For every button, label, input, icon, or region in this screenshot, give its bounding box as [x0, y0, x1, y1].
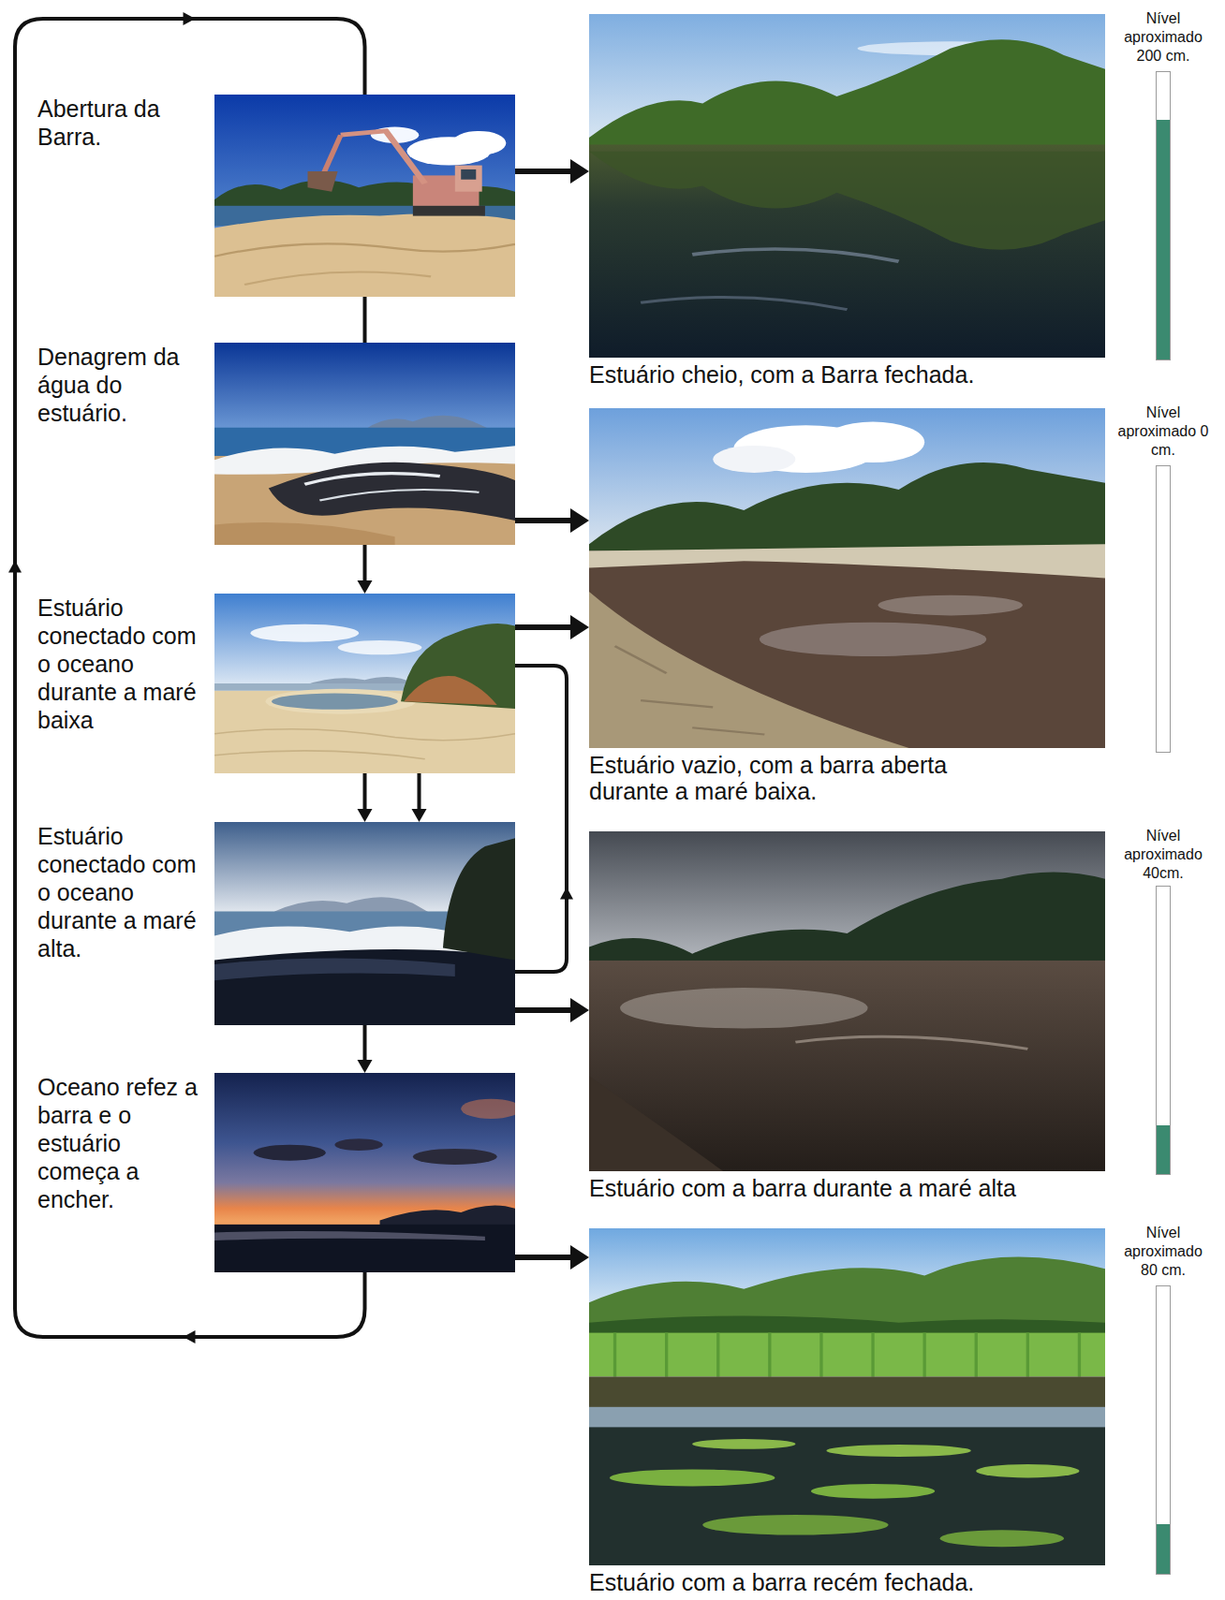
- step-photo: Abertura da Barra.: [214, 94, 516, 297]
- arrow-head: [412, 809, 428, 823]
- connector-arrow: [515, 998, 590, 1023]
- arrow-head: [357, 580, 373, 594]
- arrow-head: [357, 1060, 373, 1074]
- connector-arrow: [515, 1245, 590, 1270]
- level-bar: [1156, 886, 1171, 1176]
- connector-line: [515, 1254, 576, 1261]
- connector-arrow: [364, 296, 366, 343]
- arrow-head: [570, 159, 590, 184]
- connector-line: [417, 773, 422, 813]
- arrow-head: [570, 508, 590, 533]
- level-bar: [1156, 72, 1171, 361]
- step-label-box: Denagrem da água do estuário.: [37, 342, 208, 428]
- level-label-box: Nível aproximado 0 cm.: [1116, 403, 1211, 460]
- arrow-head: [357, 809, 373, 823]
- caption: Estuário cheio, com a Barra fechada.: [589, 361, 1106, 388]
- step-photo: Oceano refez a barra e o estuário começa…: [214, 1073, 516, 1273]
- step-label-box: Abertura da Barra.: [37, 94, 208, 151]
- connector-arrow: [357, 773, 373, 823]
- step-label: Estuário conectado com o oceano durante …: [37, 822, 208, 963]
- level-label: Nível aproximado 0 cm.: [1116, 403, 1211, 460]
- level-bar: [1156, 1286, 1171, 1576]
- arrow-head: [183, 1330, 196, 1344]
- caption-box: Estuário com a barra recém fechada.: [589, 1569, 1106, 1596]
- connector-arrow: [515, 508, 590, 533]
- step-photo: Estuário conectado com o oceano durante …: [214, 822, 516, 1026]
- step-label: Oceano refez a barra e o estuário começa…: [37, 1073, 208, 1214]
- level-label-box: Nível aproximado 200 cm.: [1116, 9, 1211, 66]
- photo-estuary-full: [589, 14, 1106, 358]
- connector-line: [363, 545, 368, 585]
- arrow-head: [8, 560, 22, 574]
- connector-line: [515, 517, 576, 524]
- caption: Estuário vazio, com a barra aberta duran…: [589, 752, 992, 805]
- step-photo: Denagrem da água do estuário.: [214, 342, 516, 546]
- connector-line: [363, 1025, 368, 1064]
- level-label-box: Nível aproximado 80 cm.: [1116, 1224, 1211, 1281]
- photo-estuary-empty: [589, 408, 1106, 749]
- connector-arrow: [412, 773, 428, 823]
- photo-drainage: [214, 342, 516, 546]
- photo-sunset: [214, 1073, 516, 1273]
- level-label: Nível aproximado 200 cm.: [1116, 9, 1211, 66]
- step-label: Denagrem da água do estuário.: [37, 342, 208, 428]
- arrow-head: [570, 1245, 590, 1270]
- step-label: Estuário conectado com o oceano durante …: [37, 593, 208, 735]
- caption-box: Estuário com a barra durante a maré alta: [589, 1175, 1106, 1202]
- level-label-box: Nível aproximado 40cm.: [1116, 826, 1211, 884]
- photo-excavator: [214, 94, 516, 297]
- photo-estuary-closed: [589, 1228, 1106, 1566]
- caption: Estuário com a barra recém fechada.: [589, 1569, 1106, 1596]
- arrow-head: [560, 887, 574, 901]
- connector-line: [363, 296, 368, 343]
- step-photo: Estuário conectado com o oceano durante …: [214, 593, 516, 774]
- state-photo: Nível aproximado 0 cm.Estuário vazio, co…: [589, 408, 1106, 749]
- connector-line: [515, 168, 576, 175]
- step-label-box: Oceano refez a barra e o estuário começa…: [37, 1073, 208, 1214]
- step-label-box: Estuário conectado com o oceano durante …: [37, 593, 208, 735]
- photo-low-tide: [214, 593, 516, 774]
- state-photo: Nível aproximado 80 cm.Estuário com a ba…: [589, 1228, 1106, 1566]
- connector-arrow: [515, 159, 590, 184]
- state-photo: Nível aproximado 40cm.Estuário com a bar…: [589, 831, 1106, 1172]
- step-label-box: Estuário conectado com o oceano durante …: [37, 822, 208, 963]
- connector-line: [515, 1007, 576, 1014]
- connector-line: [363, 773, 368, 813]
- photo-estuary-high-tide: [589, 831, 1106, 1172]
- connector-arrow: [515, 665, 574, 973]
- level-label: Nível aproximado 80 cm.: [1116, 1224, 1211, 1281]
- connector-arrow: [515, 615, 590, 640]
- connector-line: [515, 624, 576, 631]
- caption-box: Estuário vazio, com a barra aberta duran…: [589, 752, 992, 805]
- arrow-head: [570, 998, 590, 1023]
- connector-arrow: [357, 545, 373, 594]
- connector-line: [515, 665, 567, 973]
- level-label: Nível aproximado 40cm.: [1116, 826, 1211, 884]
- caption-box: Estuário cheio, com a Barra fechada.: [589, 361, 1106, 388]
- step-label: Abertura da Barra.: [37, 94, 208, 151]
- level-bar: [1156, 466, 1171, 753]
- arrow-head: [570, 615, 590, 640]
- state-photo: Nível aproximado 200 cm.Estuário cheio, …: [589, 14, 1106, 358]
- photo-high-tide: [214, 822, 516, 1026]
- caption: Estuário com a barra durante a maré alta: [589, 1175, 1106, 1202]
- arrow-head: [183, 12, 196, 26]
- connector-arrow: [357, 1025, 373, 1074]
